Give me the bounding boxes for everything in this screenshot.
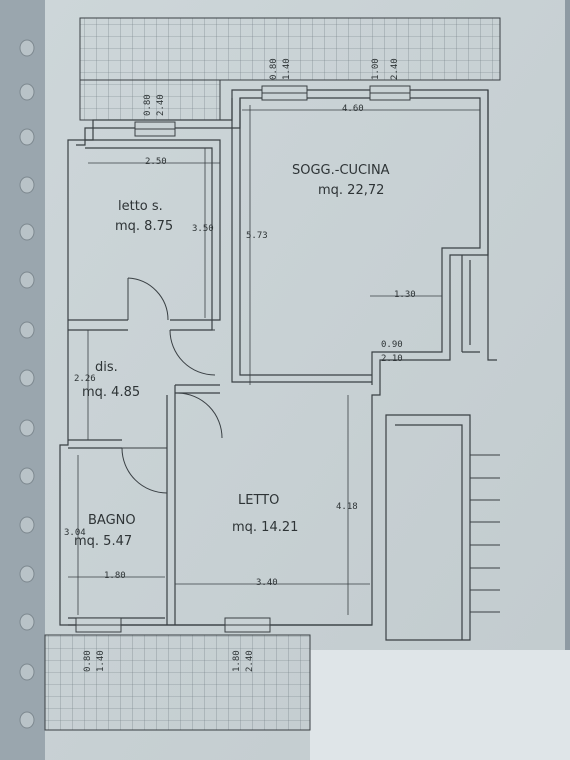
- dim-sogg-width: 4.60: [342, 104, 364, 114]
- dim-bagno-height: 3.04: [64, 528, 86, 538]
- dim-letto-s-width: 2.50: [145, 157, 167, 167]
- room-area-letto: mq. 14.21: [232, 520, 299, 535]
- dim-win-top-right-a: 1.00: [371, 58, 381, 80]
- terrace-bottom: [44, 634, 311, 731]
- dim-bagno-width: 1.80: [104, 571, 126, 581]
- paper-sheet: [45, 0, 565, 760]
- dim-door-090: 0.90: [381, 340, 403, 350]
- dim-dis-height: 2.26: [74, 374, 96, 384]
- dimension-lines: [68, 105, 480, 615]
- room-area-dis: mq. 4.85: [82, 385, 141, 400]
- dim-letto-height: 4.18: [336, 502, 358, 512]
- door-swings: [121, 277, 223, 494]
- stair-treads: [470, 454, 500, 613]
- paper-glare: [310, 650, 570, 760]
- walls: [59, 89, 497, 641]
- windows: [75, 85, 411, 633]
- room-name-letto-s: letto s.: [118, 199, 163, 214]
- dim-win-bot-mid-a: 1.80: [232, 650, 242, 672]
- room-area-soggiorno: mq. 22,72: [318, 183, 385, 198]
- dim-sogg-height: 5.73: [246, 231, 268, 241]
- dim-letto-s-height: 3.50: [192, 224, 214, 234]
- terrace-top: [79, 17, 501, 121]
- dim-step-width: 1.30: [394, 290, 416, 300]
- dim-win-top-left-b: 2.40: [156, 94, 166, 116]
- dim-win-top-mid-a: 0.80: [269, 58, 279, 80]
- room-name-letto: LETTO: [238, 493, 280, 508]
- room-name-dis: dis.: [95, 360, 118, 375]
- dim-win-top-mid-b: 1.40: [282, 58, 292, 80]
- room-area-letto-s: mq. 8.75: [115, 219, 174, 234]
- binder-holes: [19, 39, 35, 729]
- room-name-bagno: BAGNO: [88, 513, 136, 528]
- room-area-bagno: mq. 5.47: [74, 534, 133, 549]
- dim-win-bot-mid-b: 2.40: [245, 650, 255, 672]
- dim-letto-width: 3.40: [256, 578, 278, 588]
- dim-win-bot-left-b: 1.40: [96, 650, 106, 672]
- room-name-soggiorno: SOGG.-CUCINA: [292, 163, 390, 178]
- dim-door-210: 2.10: [381, 354, 403, 364]
- dim-win-top-left-a: 0.80: [143, 94, 153, 116]
- dim-win-top-right-b: 2.40: [390, 58, 400, 80]
- dim-win-bot-left-a: 0.80: [83, 650, 93, 672]
